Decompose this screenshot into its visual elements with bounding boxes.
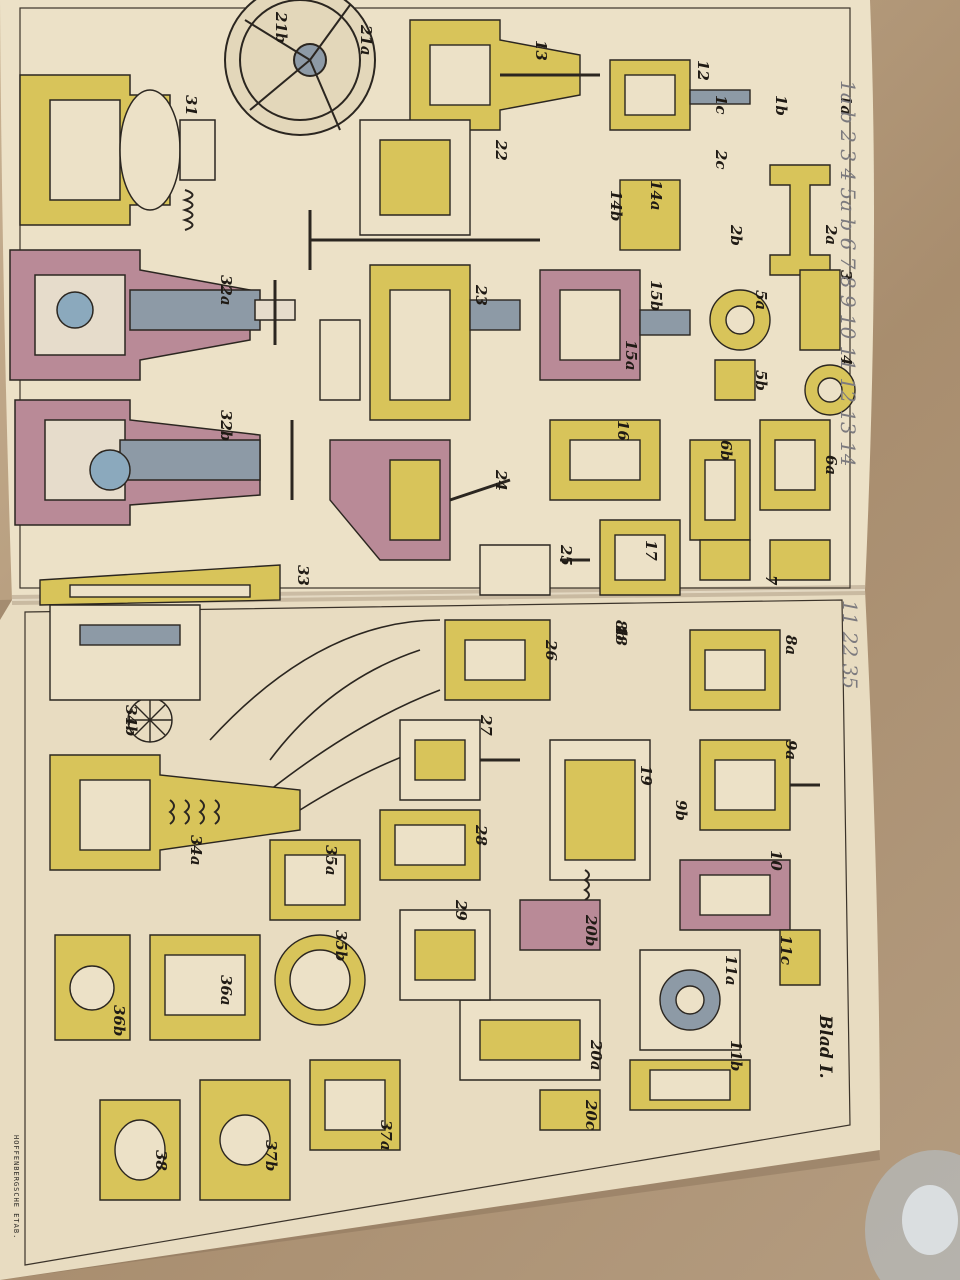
figure-label: 22 [492, 140, 510, 161]
figure-label: 38 [152, 1150, 170, 1171]
figure-label: 9a [782, 740, 800, 761]
pencil-note-line-1: 1a b 2 3 4 5a b 6 7 8 9 10 11 12 13 14 [836, 80, 860, 467]
handwheel-drawing [224, 0, 376, 136]
figure-label: 21b [272, 12, 290, 44]
valve-12-drawing [609, 59, 751, 251]
valve-33-lower-drawing [49, 604, 201, 701]
plate-title: Blad I. [815, 1015, 835, 1079]
figure-label: 18 [612, 625, 630, 646]
valve-19-drawing [549, 739, 651, 901]
figure-label: 31 [182, 95, 200, 116]
valve-26-drawing [444, 619, 551, 701]
figure-label: 7 [762, 575, 780, 586]
figure-label: 2b [727, 225, 745, 246]
valve-37-drawing [199, 1059, 401, 1201]
figure-label: 32b [217, 410, 235, 442]
valve-33-drawing [39, 564, 281, 606]
valve-24-drawing [329, 439, 511, 561]
figure-label: 20c [582, 1100, 600, 1131]
valve-27-drawing [399, 719, 520, 801]
figure-label: 37a [377, 1120, 395, 1151]
valve-35b-drawing [274, 934, 366, 1026]
figure-label: 23 [472, 285, 490, 306]
valve-15a-drawing [539, 269, 691, 381]
figure-label: 2c [712, 150, 730, 170]
pencil-note-line-2: 11 22 35 [838, 600, 862, 690]
figure-label: 26 [542, 640, 560, 661]
figure-label: 28 [472, 825, 490, 846]
valve-16-drawing [549, 419, 661, 501]
valve-20-drawing [459, 899, 601, 1131]
small-parts-top-right [689, 164, 856, 581]
figure-label: 20b [582, 915, 600, 947]
figure-label: 9b [672, 800, 690, 821]
valve-28-29-drawing [379, 809, 491, 1001]
figure-label: 25 [557, 545, 575, 566]
valve-10-drawing [679, 859, 791, 931]
valve-38-drawing [99, 1099, 181, 1201]
figure-label: 14b [607, 190, 625, 222]
printer-imprint: HOFFENBERGSCHE ETAB. [12, 1135, 20, 1240]
figure-label: 11b [727, 1040, 745, 1072]
figure-label: 29 [452, 900, 470, 921]
figure-label: 20a [587, 1040, 605, 1071]
figure-label: 10 [767, 850, 785, 871]
figure-label: 32a [217, 275, 235, 306]
figure-label: 37b [262, 1140, 280, 1172]
valve-34a-drawing [49, 754, 301, 871]
figure-label: 27 [477, 715, 495, 736]
figure-label: 11c [777, 935, 795, 966]
figure-label: 16 [614, 420, 632, 441]
figure-label: 5b [752, 370, 770, 391]
figure-label: 21a [357, 25, 375, 56]
figure-label: 36a [217, 975, 235, 1006]
figure-label: 34b [122, 705, 140, 737]
valve-9a-drawing [699, 739, 820, 831]
figure-label: 1b [772, 95, 790, 116]
valve-17-drawing [599, 519, 681, 596]
figure-label: 1c [712, 95, 730, 115]
plate-frame-bottom [24, 599, 851, 1266]
figure-label: 19 [637, 765, 655, 786]
figure-label: 8a [782, 635, 800, 656]
figure-label: 33 [294, 565, 312, 586]
figure-label: 15b [647, 280, 665, 312]
figure-label: 35a [322, 845, 340, 876]
valve-35a-drawing [269, 839, 361, 921]
valve-32a-drawing [9, 249, 296, 381]
valve-11a-drawing [639, 929, 821, 1051]
figure-label: 5a [752, 290, 770, 311]
valve-25-drawing [479, 544, 590, 596]
glass-highlight [902, 1185, 958, 1255]
figure-label: 14a [647, 180, 665, 211]
valve-22-drawing [308, 119, 540, 270]
valve-11b-drawing [629, 1059, 751, 1111]
figure-label: 15a [622, 340, 640, 371]
figure-label: 13 [532, 40, 550, 61]
figure-label: 35b [332, 930, 350, 962]
figure-label: 12 [694, 60, 712, 81]
figure-label: 11a [722, 955, 740, 986]
figure-label: 6b [717, 440, 735, 461]
figure-label: 24 [492, 470, 510, 491]
valve-32b-drawing [14, 399, 294, 526]
valve-36-drawing [54, 934, 261, 1041]
spring-valve-31-drawing [19, 74, 216, 231]
figure-label: 36b [110, 1005, 128, 1037]
valve-23-drawing [319, 264, 521, 421]
figure-label: 34a [187, 835, 205, 866]
valve-8a-drawing [689, 629, 781, 711]
figure-label: 17 [642, 540, 660, 561]
